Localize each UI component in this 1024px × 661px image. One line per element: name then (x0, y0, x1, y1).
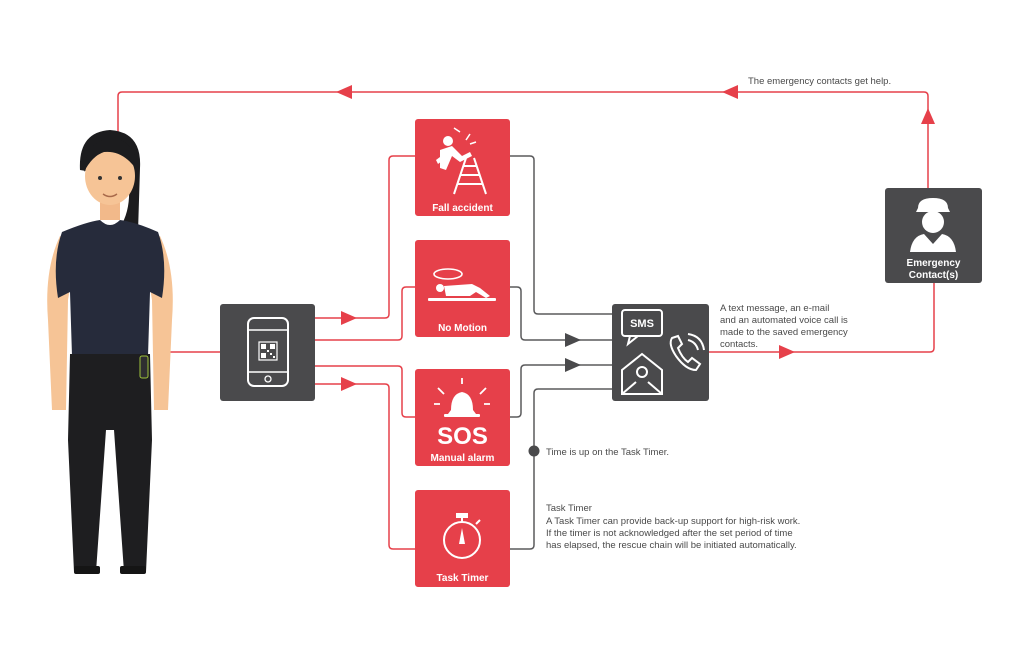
worker-icon (910, 198, 956, 252)
sms-badge-text: SMS (630, 318, 654, 330)
emergency-contacts-node: Emergency Contact(s) (885, 188, 982, 283)
phone-timer-link (315, 383, 415, 550)
no-motion-node: No Motion (415, 240, 510, 337)
phone-icon (247, 317, 289, 387)
arrow-up-contacts (921, 108, 935, 124)
fall-accident-node: Fall accident (415, 119, 510, 216)
envelope-icon (621, 352, 663, 395)
falling-person-icon (436, 127, 477, 170)
task-timer-node: Task Timer (415, 490, 510, 587)
alarm-bell-icon (434, 378, 490, 417)
qr-code-icon (258, 341, 278, 361)
task-timer-note-line: A Task Timer can provide back-up support… (546, 516, 800, 527)
timeup-dot (528, 445, 540, 457)
emergency-contacts-label-line-2: Contact(s) (909, 270, 958, 281)
stopwatch-icon (443, 513, 481, 559)
lying-person-icon (428, 268, 496, 301)
arrow-return-left (336, 85, 352, 99)
task-timer-note: Task Timer A Task Timer can provide back… (546, 503, 800, 551)
task-timer-note-line: Task Timer (546, 503, 592, 514)
arrow-phone-fall (341, 311, 357, 325)
timeup-note: Time is up on the Task Timer. (546, 447, 669, 458)
sos-text: SOS (437, 423, 488, 450)
emergency-contacts-label-line-1: Emergency (907, 258, 961, 269)
top-caption: The emergency contacts get help. (748, 76, 891, 87)
ladder-icon (453, 157, 487, 195)
message-note-line: contacts. (720, 339, 758, 350)
smartphone-node (220, 304, 315, 401)
message-note-line: made to the saved emergency (720, 327, 848, 338)
communication-hub-node: SMS (612, 304, 709, 401)
phone-sos-link (315, 365, 415, 418)
arrow-hub-sos (565, 358, 581, 372)
phone-fall-link (315, 155, 415, 319)
fall-hub-link (510, 155, 612, 315)
fall-accident-label: Fall accident (432, 203, 493, 214)
message-note: A text message, an e-mail and an automat… (720, 303, 848, 350)
no-motion-label: No Motion (438, 323, 487, 334)
return-path (117, 91, 929, 188)
task-timer-label: Task Timer (437, 573, 489, 584)
task-timer-note-line: has elapsed, the rescue chain will be in… (546, 540, 797, 551)
manual-alarm-node: SOS Manual alarm (415, 369, 510, 466)
nomotion-hub-link (510, 286, 612, 341)
task-timer-note-line: If the timer is not acknowledged after t… (546, 528, 793, 539)
arrow-hub-nomotion (565, 333, 581, 347)
message-note-line: and an automated voice call is (720, 315, 848, 326)
arrow-return-right (722, 85, 738, 99)
sms-bubble-icon: SMS (621, 309, 663, 347)
person-figure (47, 130, 173, 574)
message-note-line: A text message, an e-mail (720, 303, 829, 314)
arrow-phone-timer (341, 377, 357, 391)
arrowheads (336, 85, 935, 457)
connectors (117, 91, 935, 550)
sos-hub-link (510, 364, 612, 418)
phone-nomotion-link (315, 286, 415, 341)
manual-alarm-label: Manual alarm (431, 453, 495, 464)
phone-handset-icon (669, 333, 705, 372)
arrow-hub-contacts (779, 345, 795, 359)
timer-hub-link (510, 388, 612, 550)
hub-contacts-link (709, 283, 935, 353)
